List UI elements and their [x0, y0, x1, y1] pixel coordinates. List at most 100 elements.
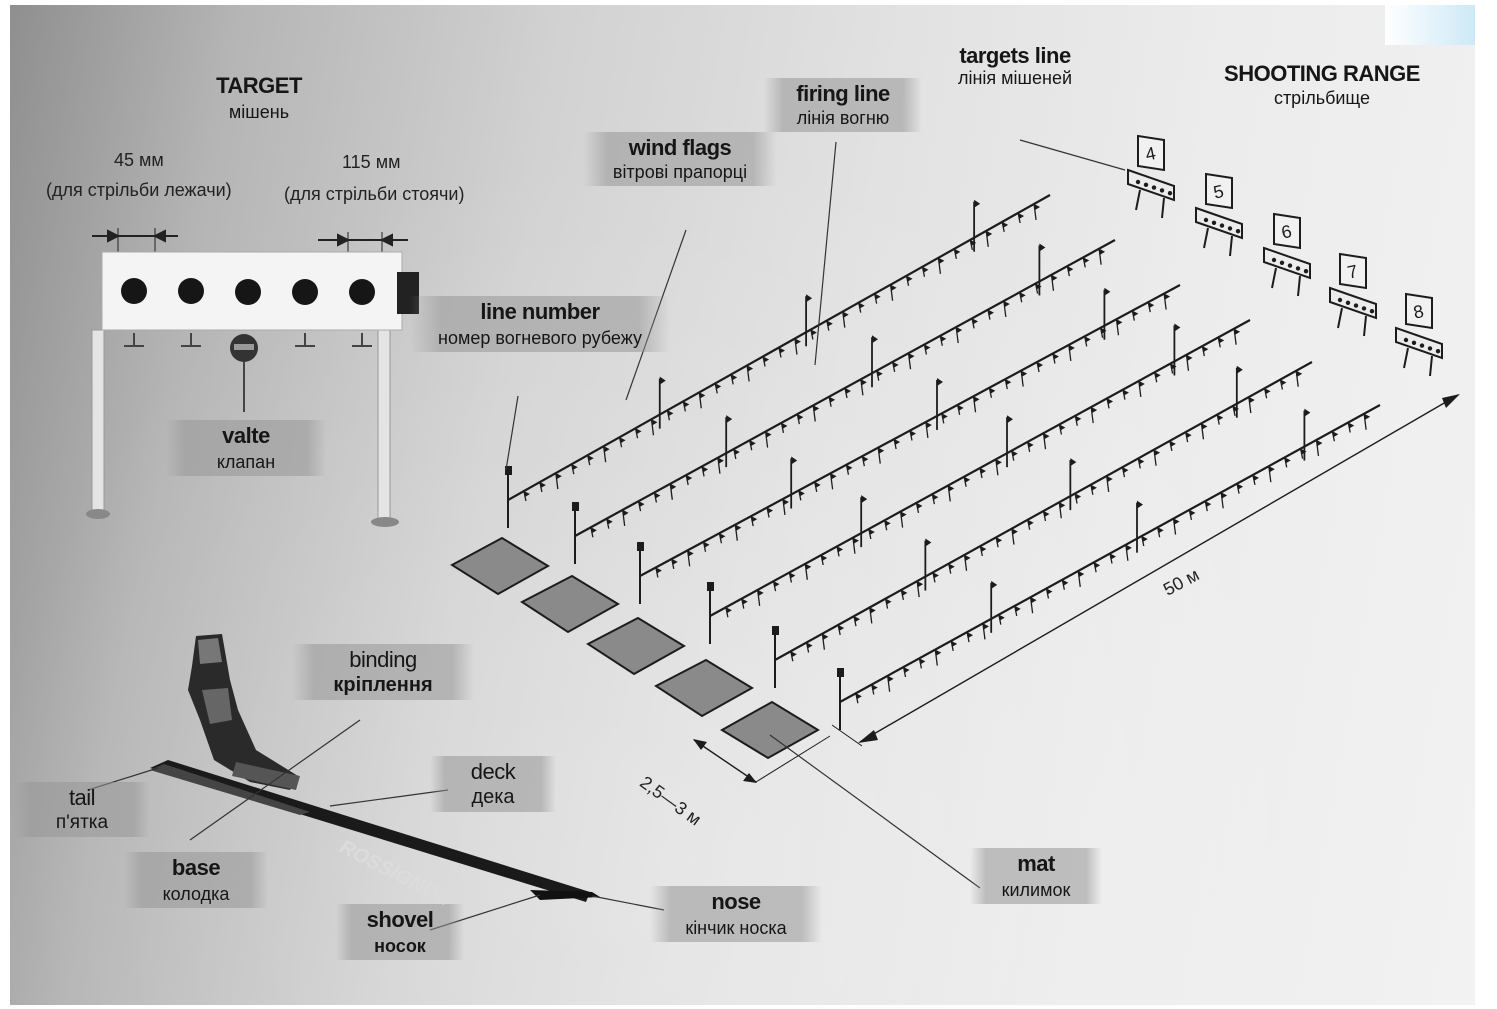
wind-flag-pennant: [988, 310, 994, 316]
wind-flag-pennant: [742, 599, 748, 605]
distance-arrow-start: [858, 730, 878, 743]
wind-flag-pennant: [972, 318, 978, 324]
lane-post-flag: [1237, 366, 1243, 374]
target-hole-dot: [1144, 183, 1148, 187]
wind-flag-pennant: [933, 572, 939, 578]
wind-flag-pennant: [1044, 511, 1050, 517]
target-stand-6: 6: [1264, 214, 1310, 296]
wind-flag-pennant: [651, 419, 657, 425]
wind-flag-pennant: [1265, 388, 1271, 394]
lane-post-flag: [937, 378, 943, 386]
wind-flag-pennant: [1051, 275, 1057, 281]
wind-flag-pennant: [1186, 432, 1192, 438]
wind-flag-pennant: [1154, 450, 1160, 456]
wind-flag-pennant: [827, 321, 833, 327]
lane-post-flag: [660, 377, 666, 385]
wind-flag-pennant: [974, 396, 980, 402]
target-right-foot: [371, 517, 399, 527]
wind-flag-pennant: [942, 413, 948, 419]
wind-flag-pennant: [846, 465, 852, 471]
target-hole-dot: [1420, 343, 1424, 347]
deck-title: deck: [446, 760, 540, 783]
leader-targets-line: [1020, 140, 1125, 170]
target-hole-dot: [1280, 261, 1284, 265]
target-hole-dot: [1354, 303, 1358, 307]
target-hole-dot: [1436, 349, 1440, 353]
wind-flag-pennant: [1002, 222, 1008, 228]
target-hole-dot: [1296, 266, 1300, 270]
wind-flag-pennant: [1037, 362, 1043, 368]
wind-flag-pennant: [958, 405, 964, 411]
wind-flag-pennant: [1062, 580, 1068, 586]
wind-flag-pennant: [1085, 336, 1091, 342]
shovel-label: shovel носок: [336, 904, 464, 960]
tail-title: tail: [30, 786, 134, 809]
nose-title: nose: [666, 890, 806, 913]
wind-flag-pennant: [704, 542, 710, 548]
wind-flag-pennant: [572, 464, 578, 470]
lane-post-flag: [872, 335, 878, 343]
lane-post-flag: [1007, 415, 1013, 423]
wind-flag-pennant: [924, 344, 930, 350]
wind-flag-pennant: [1253, 475, 1259, 481]
wind-flag-pennant: [837, 546, 843, 552]
wind-flag-pennant: [907, 276, 913, 282]
target-hole-3: [235, 279, 261, 305]
wind-flag-pennant: [1348, 422, 1354, 428]
mat-spacing-arrow-start: [693, 739, 707, 750]
target-hole-dot: [1136, 180, 1140, 184]
wind-flag-pennant: [639, 501, 645, 507]
target-leg: [1364, 316, 1366, 336]
lane-post-flag: [726, 415, 732, 423]
wind-flag-pennant: [1126, 545, 1132, 551]
target-hole-dot: [1212, 221, 1216, 225]
wind-flag-pennant: [1132, 311, 1138, 317]
wind-flag-pennant: [805, 564, 811, 570]
target-hole-dot: [1304, 269, 1308, 273]
wind-flag-pennant: [1122, 467, 1128, 473]
wind-flag-pennant: [781, 423, 787, 429]
wind-flag-pennant: [954, 249, 960, 255]
wind-flag-pennant: [916, 503, 922, 509]
wind-flag-pennant: [1018, 213, 1024, 219]
wind-flag-pennant: [919, 658, 925, 664]
wind-flag-pennant: [1164, 294, 1170, 300]
wind-flags-title-ua: вітрові прапорці: [600, 163, 760, 182]
wind-flag-pennant: [1034, 204, 1040, 210]
target-leg: [1136, 190, 1140, 210]
wind-flag-pennant: [875, 294, 881, 300]
target-leg: [1404, 348, 1408, 368]
wind-flag-pennant: [999, 615, 1005, 621]
wind-flag-pennant: [940, 336, 946, 342]
lane-post-flag: [1070, 458, 1076, 466]
wind-flag-pennant: [1094, 562, 1100, 568]
lane-post-flag: [925, 539, 931, 547]
shooting-mat-5: [722, 702, 818, 758]
wind-flag-pennant: [620, 437, 626, 443]
lane-post-flag: [1304, 409, 1310, 417]
wind-flag-pennant: [885, 520, 891, 526]
wind-flag-pennant: [1218, 337, 1224, 343]
wind-flag-pennant: [747, 365, 753, 371]
binding-label: binding кріплення: [292, 644, 474, 700]
target-plate-body: [1196, 208, 1242, 238]
wind-flag-pennant: [1083, 257, 1089, 263]
mat-label: mat килимок: [970, 848, 1102, 904]
line-number-label: line number номер вогневого рубежу: [410, 296, 670, 352]
target-hole-dot: [1428, 346, 1432, 350]
shooting-mat-2: [522, 576, 618, 632]
wind-flag-pennant: [1139, 381, 1145, 387]
shovel-title: shovel: [352, 908, 448, 931]
shooting-mat-3: [588, 618, 684, 674]
dim-prone-note: (для стрільби лежачи): [46, 180, 232, 201]
wind-flag-pennant: [932, 494, 938, 500]
wind-flags-label: wind flags вітрові прапорці: [584, 132, 776, 186]
wind-flag-pennant: [607, 519, 613, 525]
wind-flag-pennant: [795, 339, 801, 345]
line-number-title-ua: номер вогневого рубежу: [426, 329, 654, 348]
target-title: TARGET: [200, 74, 318, 97]
wind-flag-pennant: [886, 599, 892, 605]
base-label: base колодка: [124, 852, 268, 908]
wind-flag-pennant: [718, 458, 724, 464]
target-hole-1: [121, 278, 147, 304]
